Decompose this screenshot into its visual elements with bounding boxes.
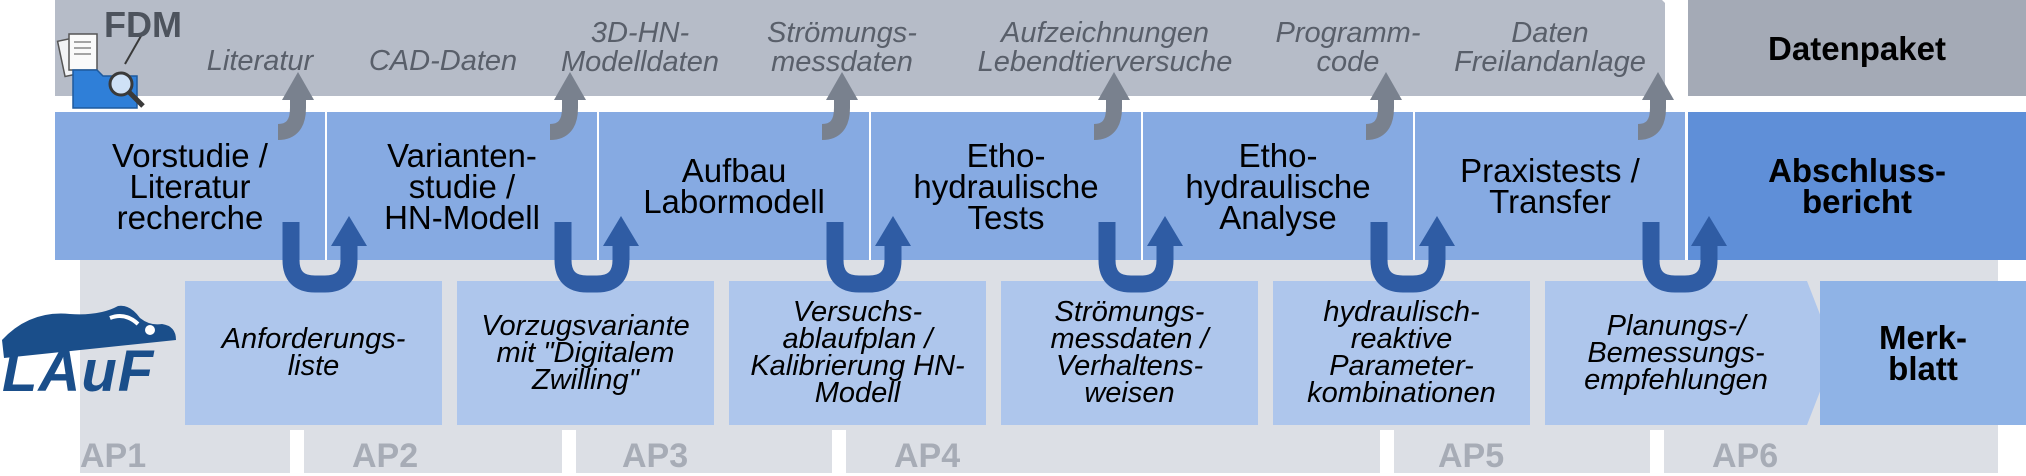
upload-arrow (822, 72, 858, 132)
folder-icon (56, 33, 145, 109)
phase-separator (832, 430, 846, 473)
ap-label-3: AP3 (622, 437, 689, 475)
ap-label-2: AP2 (352, 437, 419, 475)
phase-separator (290, 430, 304, 473)
workstream-tests: Etho- hydraulische Tests (871, 112, 1141, 260)
fdm-item-cad: CAD-Daten (368, 44, 518, 77)
fdm-item-freiland: Daten Freilandanlage (1454, 17, 1646, 78)
phase-separator (562, 430, 576, 473)
phase-separator (1650, 430, 1664, 473)
lauf-logo-text: LAuF (2, 339, 155, 404)
ap-label-6: AP6 (1712, 437, 1779, 475)
result-vorzugsvariante: Vorzugsvariante mit "Digitalem Zwilling" (457, 281, 714, 425)
upload-arrow (550, 72, 586, 132)
phase-separator (1380, 430, 1394, 473)
cycle-arrow (1651, 216, 1727, 284)
result-planungsempfehlungen: Planungs-/ Bemessungs- empfehlungen (1584, 309, 1768, 396)
fdm-item-aufzeichnungen: Aufzeichnungen Lebendtierversuche (977, 17, 1233, 78)
datenpaket-label: Datenpaket (1768, 29, 1946, 67)
upload-arrow (278, 72, 314, 132)
result-anforderungsliste: Anforderungs- liste (185, 281, 442, 425)
upload-arrow (1366, 72, 1402, 132)
lauf-logo (2, 305, 176, 358)
result-stroemungsmessdaten: Strömungs- messdaten / Verhaltens- weise… (1001, 281, 1258, 425)
fdm-title: FDM (104, 4, 182, 45)
cycle-arrow (291, 216, 367, 284)
abschlussbericht-cell: Abschluss- bericht (1688, 112, 2026, 260)
fdm-item-literatur: Literatur (206, 44, 314, 77)
cycle-arrow (1107, 216, 1183, 284)
cycle-arrow (563, 216, 639, 284)
merkblatt-cell: Merk- blatt (1820, 281, 2026, 425)
fdm-item-programmcode: Programm- code (1275, 17, 1421, 78)
result-arrow-shape (1545, 281, 1835, 425)
ap-label-1: AP1 (80, 437, 147, 475)
ap-label-5: AP5 (1438, 437, 1505, 475)
fdm-item-3d-hn: 3D-HN- Modelldaten (561, 17, 719, 78)
upload-arrow (1638, 72, 1674, 132)
upload-arrow (1094, 72, 1130, 132)
result-versuchsablaufplan: Versuchs- ablaufplan / Kalibrierung HN- … (729, 281, 986, 425)
fdm-item-stroemung: Strömungs- messdaten (767, 17, 917, 78)
cycle-arrow (835, 216, 911, 284)
datenpaket-cell (1688, 0, 2026, 96)
ap-label-4: AP4 (894, 437, 961, 475)
cycle-arrow (1379, 216, 1455, 284)
result-parameterkombinationen: hydraulisch- reaktive Parameter- kombina… (1273, 281, 1530, 425)
